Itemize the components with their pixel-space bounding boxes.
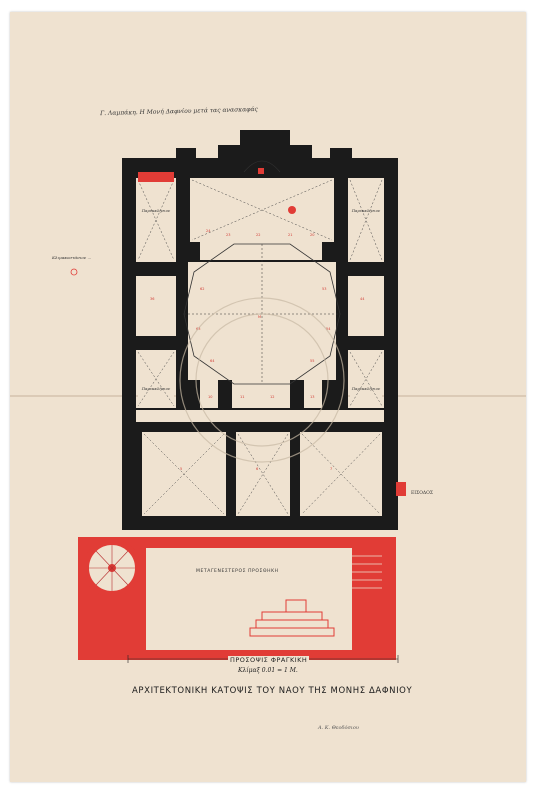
- svg-text:10: 10: [208, 395, 212, 399]
- watermark-stamp: [179, 297, 345, 463]
- svg-text:44: 44: [360, 297, 365, 301]
- svg-text:24: 24: [206, 229, 211, 233]
- svg-text:21: 21: [288, 233, 292, 237]
- signature: Α. Κ. Θεοδόσιου: [318, 725, 359, 731]
- vault-diagonals: [137, 179, 383, 515]
- svg-text:12: 12: [270, 395, 274, 399]
- room-label: Παρεκκλήσιον: [141, 386, 171, 391]
- room-label: Παρεκκλήσιον: [351, 386, 381, 391]
- apse: [243, 160, 281, 173]
- svg-text:54: 54: [326, 327, 331, 331]
- church-walls: [122, 130, 398, 530]
- spiral-staircase: [83, 539, 141, 597]
- main-title: ΑΡΧΙΤΕΚΤΟΝΙΚΗ ΚΑΤΟΨΙΣ ΤΟΥ ΝΑΟΥ ΤΗΣ ΜΟΝΗΣ…: [132, 686, 413, 696]
- svg-text:7: 7: [330, 467, 332, 471]
- bottom-steps: [249, 599, 335, 637]
- svg-text:23: 23: [226, 233, 230, 237]
- entrance-marker: [396, 482, 406, 496]
- room-label: Παρεκκλήσιον: [141, 208, 171, 213]
- svg-text:36: 36: [150, 297, 154, 301]
- svg-text:M: M: [258, 315, 261, 319]
- svg-text:62: 62: [200, 287, 204, 291]
- svg-text:6: 6: [256, 467, 258, 471]
- entrance-label: ΕΙΣΟΔΟΣ: [411, 491, 434, 496]
- svg-text:55: 55: [310, 359, 314, 363]
- svg-text:20: 20: [310, 233, 314, 237]
- facade-label: ΠΡΟΣΟΨΙΣ ΦΡΑΓΚΙΚΗ: [228, 656, 310, 664]
- svg-text:11: 11: [240, 395, 244, 399]
- small-left-label: Κλιμακοστάσιον ...: [52, 255, 92, 260]
- svg-text:5: 5: [180, 467, 182, 471]
- svg-text:64: 64: [210, 359, 215, 363]
- svg-text:53: 53: [322, 287, 326, 291]
- later-narthex-label: ΜΕΤΑΓΕΝΕΣΤΕΡΟΣ ΠΡΟΣΘΗΚΗ: [196, 569, 279, 574]
- scale-label: Κλίμαξ 0.01 = 1 Μ.: [238, 667, 298, 674]
- red-marks: [138, 168, 296, 214]
- right-stairs: [352, 555, 382, 589]
- svg-text:13: 13: [310, 395, 314, 399]
- left-circle-marker: [70, 268, 78, 276]
- room-label: Παρεκκλήσιον: [351, 208, 381, 213]
- svg-text:22: 22: [256, 233, 260, 237]
